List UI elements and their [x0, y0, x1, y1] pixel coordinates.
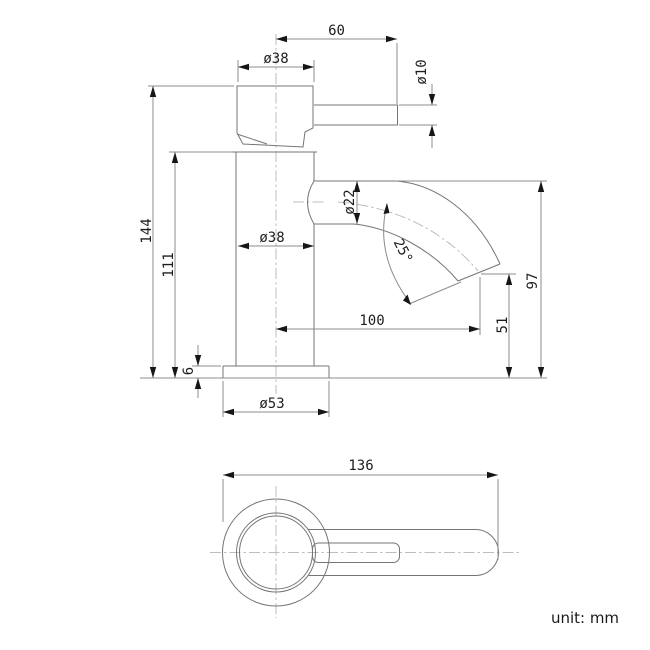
dim-top-view-overall-length: 136 — [348, 458, 373, 474]
lever-outline — [314, 104, 398, 126]
side-view: 60 ø38 ø10 144 111 6 ø38 ø22 25° 100 51 … — [139, 23, 547, 417]
dim-body-height: 111 — [161, 252, 177, 277]
top-view-arrowheads — [223, 471, 498, 479]
dim-handle-cap-diameter: ø38 — [263, 51, 288, 67]
unit-label: unit: mm — [551, 609, 619, 627]
handle-cap-outline — [236, 85, 314, 148]
dim-spout-height: 97 — [525, 273, 541, 290]
top-view-centerlines — [210, 486, 521, 618]
dim-lever-diameter: ø10 — [414, 59, 430, 84]
top-view-dimension-lines — [222, 474, 499, 560]
dim-spout-angle: 25° — [390, 236, 416, 266]
dim-overall-height: 144 — [139, 218, 155, 243]
dim-base-height: 6 — [181, 367, 197, 375]
base-plate-outline — [140, 365, 547, 379]
top-view: 136 — [210, 458, 521, 618]
dim-handle-length: 60 — [328, 23, 345, 39]
side-view-centerlines — [275, 34, 479, 394]
side-view-arrowheads — [149, 35, 545, 416]
dim-spout-reach: 100 — [359, 313, 384, 329]
dim-spout-diameter: ø22 — [342, 189, 358, 214]
spout-outline — [314, 180, 501, 282]
dim-base-diameter: ø53 — [259, 396, 284, 412]
top-view-outline — [222, 498, 499, 607]
side-view-dimension-lines — [148, 38, 547, 417]
body-outline — [233, 151, 317, 366]
dim-body-diameter: ø38 — [259, 230, 284, 246]
dim-outlet-height: 51 — [495, 317, 511, 334]
